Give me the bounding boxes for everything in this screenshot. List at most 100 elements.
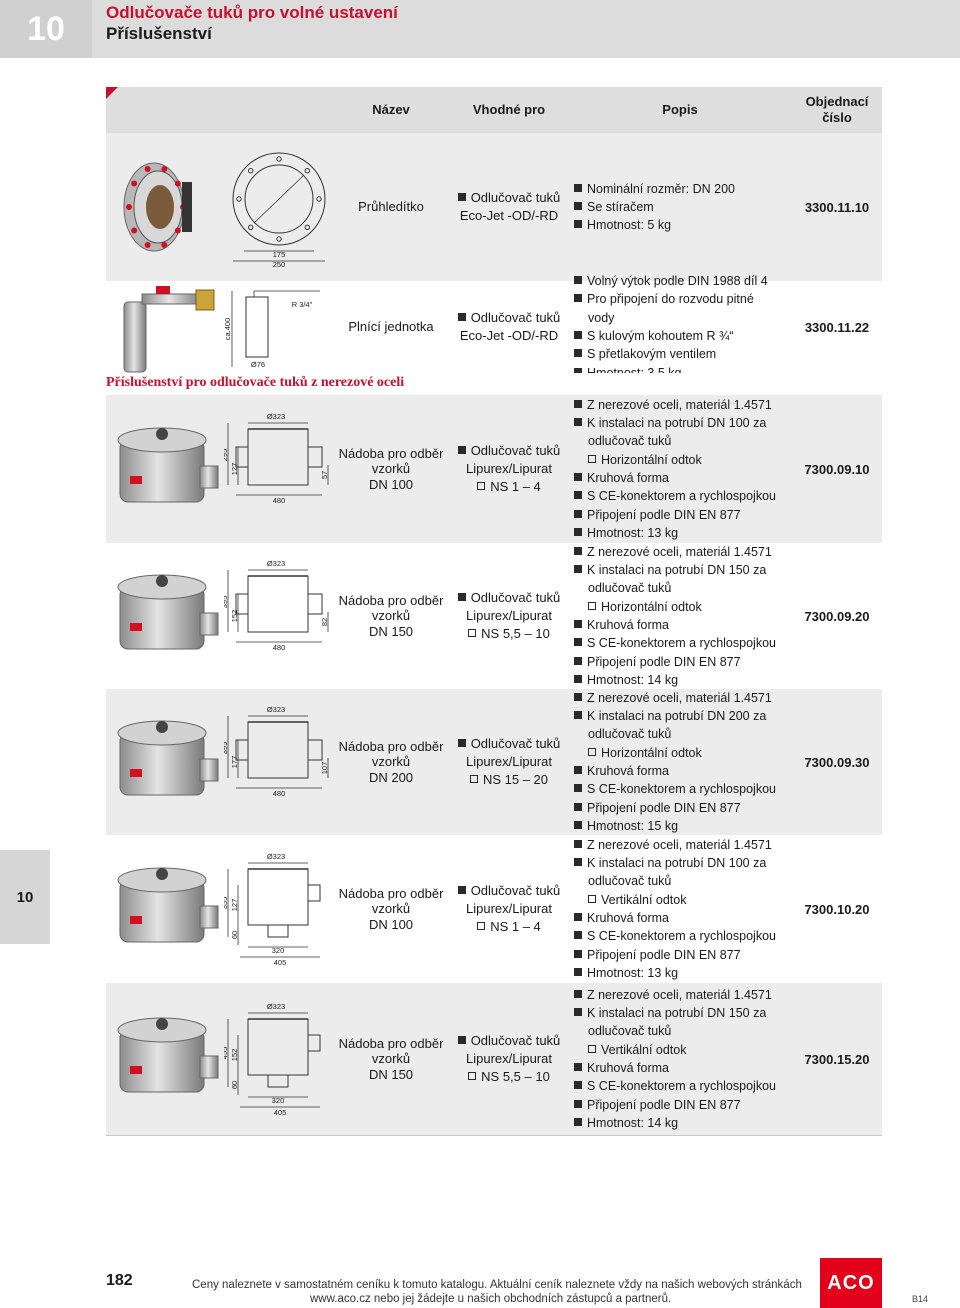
dimension-label: 175 xyxy=(273,250,286,259)
product-photo xyxy=(117,867,219,943)
description-line: Z nerezové oceli, materiál 1.4571 xyxy=(574,396,776,414)
suitable-for-text: Odlučovač tuků xyxy=(470,190,561,205)
dimension-label: 107 xyxy=(320,762,329,775)
description-line: K instalaci na potrubí DN 100 za xyxy=(574,854,776,872)
description-line: Z nerezové oceli, materiál 1.4571 xyxy=(574,986,776,1004)
description-line: Nominální rozměr: DN 200 xyxy=(574,180,735,198)
description-text: Hmotnost: 5 kg xyxy=(587,218,672,233)
description-text: odlučovač tuků xyxy=(588,1024,672,1039)
chapter-number: 10 xyxy=(0,0,92,58)
description-line: Horizontální odtok xyxy=(574,451,776,469)
description-text: K instalaci na potrubí DN 100 za xyxy=(587,416,767,431)
suitable-for-text: Odlučovač tuků xyxy=(470,310,561,325)
filled-bullet-icon xyxy=(574,418,582,427)
product-name-line: vzorků xyxy=(371,461,411,477)
suitable-for-line: Odlučovač tuků xyxy=(457,189,561,207)
filled-bullet-icon xyxy=(574,1081,582,1090)
suitable-for-text: Odlučovač tuků xyxy=(470,883,561,898)
filled-bullet-icon xyxy=(574,399,582,408)
suitable-for-line: NS 1 – 4 xyxy=(458,918,561,936)
suitable-for-text: NS 5,5 – 10 xyxy=(481,1069,550,1084)
dimension-label: R 3/4" xyxy=(292,300,313,309)
table-header: Název Vhodné pro Popis Objednací číslo xyxy=(106,87,882,133)
description-text: Z nerezové oceli, materiál 1.4571 xyxy=(587,987,772,1002)
filled-bullet-icon xyxy=(574,931,582,940)
product-name-line: Nádoba pro odběr xyxy=(338,445,444,461)
description-text: Horizontální odtok xyxy=(601,745,702,760)
filled-bullet-icon xyxy=(574,367,582,376)
description-text: S CE-konektorem a rychlospojkou xyxy=(587,636,776,651)
description-line: K instalaci na potrubí DN 200 za xyxy=(574,707,776,725)
product-name-line: vzorků xyxy=(371,608,411,624)
description-line: Hmotnost: 13 kg xyxy=(574,964,776,982)
filled-bullet-icon xyxy=(574,473,582,481)
suitable-for-line: Odlučovač tuků xyxy=(457,589,560,607)
dimension-label: Ø323 xyxy=(267,705,285,714)
suitable-for-text: NS 1 – 4 xyxy=(490,919,541,934)
product-name-line: DN 100 xyxy=(368,476,414,492)
filled-bullet-icon xyxy=(574,674,582,683)
order-number: 7300.15.20 xyxy=(804,1051,870,1067)
suitable-for-text: Odlučovač tuků xyxy=(470,736,561,751)
filled-bullet-icon xyxy=(574,967,582,976)
description-text: Volný výtok podle DIN 1988 díl 4 xyxy=(587,274,768,289)
description-line: Připojení podle DIN EN 877 xyxy=(574,799,776,817)
description-text: K instalaci na potrubí DN 200 za xyxy=(587,709,767,724)
description-line: odlučovač tuků xyxy=(574,872,776,890)
description-line: S CE-konektorem a rychlospojkou xyxy=(574,780,776,798)
chapter-side-tab: 10 xyxy=(0,850,50,944)
filled-bullet-icon xyxy=(574,913,582,921)
open-bullet-icon xyxy=(468,629,477,637)
description-text: Z nerezové oceli, materiál 1.4571 xyxy=(587,397,772,412)
product-image xyxy=(112,707,222,822)
dimension-label: Ø76 xyxy=(251,360,265,369)
open-bullet-icon xyxy=(588,894,596,903)
description-line: Připojení podle DIN EN 877 xyxy=(574,653,776,671)
filled-bullet-icon xyxy=(574,858,582,867)
suitable-for-text: Lipurex/Lipurat xyxy=(465,901,552,916)
product-name-line: DN 100 xyxy=(368,916,414,932)
filled-bullet-icon xyxy=(574,638,582,647)
order-number: 3300.11.10 xyxy=(804,199,870,215)
filled-bullet-icon xyxy=(574,656,582,665)
product-name-line: DN 150 xyxy=(368,623,414,639)
product-photo xyxy=(123,162,192,252)
description-line: S přetlakovým ventilem xyxy=(574,345,768,363)
filled-bullet-icon xyxy=(574,546,582,555)
product-photo xyxy=(117,427,219,503)
suitable-for-line: Lipurex/Lipurat xyxy=(458,460,561,478)
suitable-for-text: NS 5,5 – 10 xyxy=(481,626,550,641)
description-line: S CE-konektorem a rychlospojkou xyxy=(574,487,776,505)
product-photo xyxy=(117,574,219,650)
description-text: Hmotnost: 13 kg xyxy=(587,965,679,980)
description-line: Kruhová forma xyxy=(574,1059,776,1077)
suitable-for-text: NS 1 – 4 xyxy=(490,479,541,494)
description-line: Horizontální odtok xyxy=(574,598,776,616)
description-line: Hmotnost: 13 kg xyxy=(574,524,776,542)
description-text: Horizontální odtok xyxy=(601,599,702,614)
filled-bullet-icon xyxy=(574,692,582,701)
filled-bullet-icon xyxy=(574,989,582,998)
description-text: K instalaci na potrubí DN 100 za xyxy=(587,856,767,871)
filled-bullet-icon xyxy=(574,711,582,720)
filled-bullet-icon xyxy=(457,313,466,321)
open-bullet-icon xyxy=(588,747,596,756)
suitable-for-line: Eco-Jet -OD/-RD xyxy=(458,327,561,345)
description-text: Připojení podle DIN EN 877 xyxy=(587,507,741,522)
suitable-for-text: Lipurex/Lipurat xyxy=(465,608,552,623)
col-header-fit: Vhodné pro xyxy=(472,102,546,117)
dimension-label: 320 xyxy=(272,1096,285,1105)
